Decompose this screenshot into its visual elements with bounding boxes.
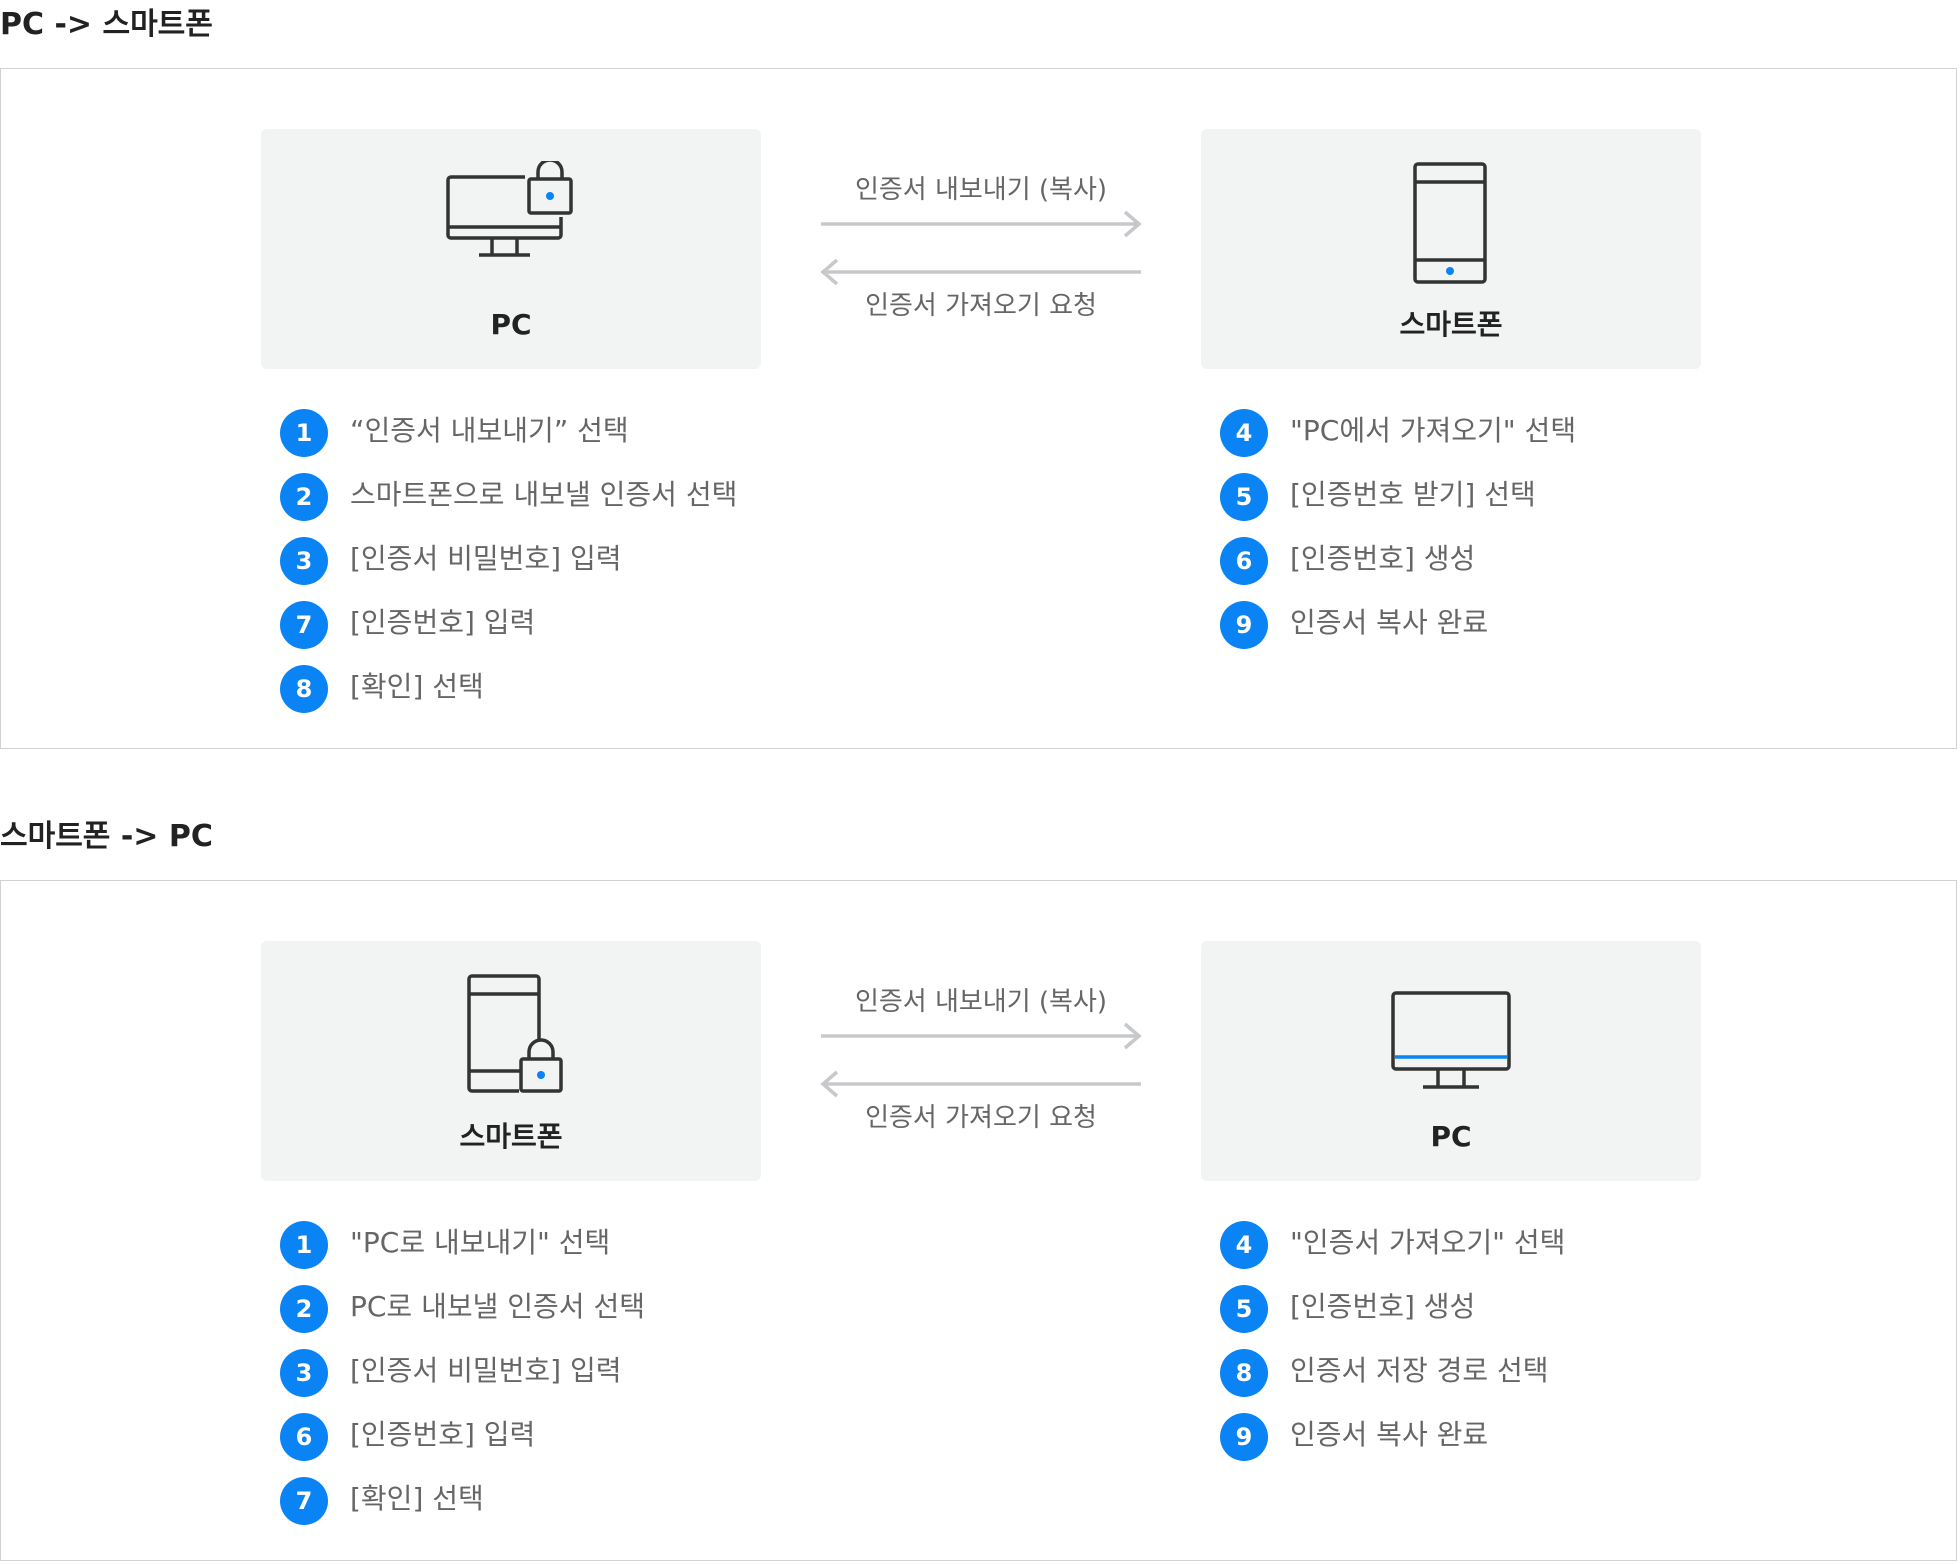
device-box-smartphone: 스마트폰 bbox=[261, 941, 761, 1181]
arrow-left-icon bbox=[820, 258, 1141, 286]
arrow-label-export: 인증서 내보내기 (복사) bbox=[854, 987, 1108, 1017]
step-text: "PC에서 가져오기" 선택 bbox=[1290, 414, 1577, 447]
step-number-badge: 8 bbox=[1220, 1349, 1268, 1397]
step-text: [인증번호] 입력 bbox=[350, 1418, 536, 1451]
section-title-phone-to-pc: 스마트폰 -> PC bbox=[0, 819, 213, 854]
step-text: 스마트폰으로 내보낼 인증서 선택 bbox=[350, 478, 738, 511]
smartphone-icon bbox=[1413, 162, 1487, 284]
step-text: [인증서 비밀번호] 입력 bbox=[350, 542, 622, 575]
step-text: 인증서 저장 경로 선택 bbox=[1290, 1354, 1549, 1387]
step-number-badge: 6 bbox=[1220, 537, 1268, 585]
device-box-pc: PC bbox=[1201, 941, 1701, 1181]
step-number-badge: 5 bbox=[1220, 473, 1268, 521]
device-label-smartphone: 스마트폰 bbox=[459, 1120, 563, 1153]
arrow-label-import-request: 인증서 가져오기 요청 bbox=[865, 1103, 1097, 1133]
step-text: "PC로 내보내기" 선택 bbox=[350, 1226, 611, 1259]
monitor-icon bbox=[1391, 991, 1511, 1089]
device-box-smartphone: 스마트폰 bbox=[1201, 129, 1701, 369]
step-number-badge: 6 bbox=[280, 1413, 328, 1461]
step-text: 인증서 복사 완료 bbox=[1290, 606, 1489, 639]
step-number-badge: 2 bbox=[280, 1285, 328, 1333]
section-panel-phone-to-pc: 스마트폰 인증서 내보내기 (복사) 인증서 가져오기 요청 PC 1 "PC로 … bbox=[0, 880, 1957, 1561]
step-number-badge: 9 bbox=[1220, 1413, 1268, 1461]
step-number-badge: 9 bbox=[1220, 601, 1268, 649]
step-number-badge: 3 bbox=[280, 537, 328, 585]
step-text: “인증서 내보내기” 선택 bbox=[350, 414, 629, 447]
step-text: [확인] 선택 bbox=[350, 1482, 484, 1515]
step-text: "인증서 가져오기" 선택 bbox=[1290, 1226, 1566, 1259]
step-number-badge: 5 bbox=[1220, 1285, 1268, 1333]
monitor-lock-icon bbox=[446, 161, 573, 257]
step-number-badge: 1 bbox=[280, 1221, 328, 1269]
step-number-badge: 7 bbox=[280, 601, 328, 649]
step-text: [확인] 선택 bbox=[350, 670, 484, 703]
step-text: 인증서 복사 완료 bbox=[1290, 1418, 1489, 1451]
step-number-badge: 3 bbox=[280, 1349, 328, 1397]
arrow-right-icon bbox=[821, 1022, 1142, 1050]
step-number-badge: 4 bbox=[1220, 409, 1268, 457]
device-label-pc: PC bbox=[490, 308, 532, 341]
step-text: [인증번호] 생성 bbox=[1290, 542, 1476, 575]
step-text: [인증번호] 생성 bbox=[1290, 1290, 1476, 1323]
step-number-badge: 7 bbox=[280, 1477, 328, 1525]
arrow-label-export: 인증서 내보내기 (복사) bbox=[854, 175, 1108, 205]
step-text: [인증번호] 입력 bbox=[350, 606, 536, 639]
device-label-pc: PC bbox=[1430, 1120, 1472, 1153]
section-title-pc-to-phone: PC -> 스마트폰 bbox=[0, 7, 213, 42]
step-number-badge: 1 bbox=[280, 409, 328, 457]
step-text: [인증서 비밀번호] 입력 bbox=[350, 1354, 622, 1387]
step-number-badge: 4 bbox=[1220, 1221, 1268, 1269]
step-number-badge: 2 bbox=[280, 473, 328, 521]
section-panel-pc-to-phone: PC 인증서 내보내기 (복사) 인증서 가져오기 요청 스마트폰 1 “인증서 … bbox=[0, 68, 1957, 749]
device-box-pc: PC bbox=[261, 129, 761, 369]
smartphone-lock-icon bbox=[467, 974, 563, 1093]
step-text: PC로 내보낼 인증서 선택 bbox=[350, 1290, 645, 1323]
step-text: [인증번호 받기] 선택 bbox=[1290, 478, 1536, 511]
device-label-smartphone: 스마트폰 bbox=[1399, 308, 1503, 341]
arrow-left-icon bbox=[820, 1070, 1141, 1098]
step-number-badge: 8 bbox=[280, 665, 328, 713]
arrow-right-icon bbox=[821, 210, 1142, 238]
arrow-label-import-request: 인증서 가져오기 요청 bbox=[865, 291, 1097, 321]
